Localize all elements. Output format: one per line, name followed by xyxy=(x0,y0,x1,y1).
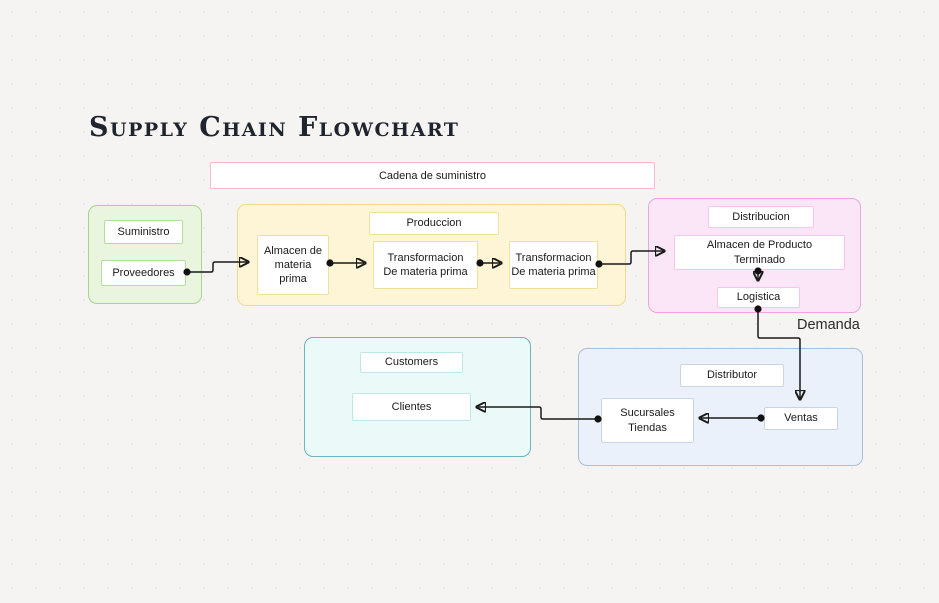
node-sucursales-tiendas[interactable]: Sucursales Tiendas xyxy=(601,398,694,443)
group-suministro[interactable]: Suministro Proveedores xyxy=(88,205,202,304)
label-demanda[interactable]: Demanda xyxy=(797,317,860,333)
node-proveedores[interactable]: Proveedores xyxy=(101,260,186,286)
node-transformacion-1[interactable]: Transformacion De materia prima xyxy=(373,241,478,289)
node-customers[interactable]: Customers xyxy=(360,352,463,373)
node-almacen-producto-terminado[interactable]: Almacen de Producto Terminado xyxy=(674,235,845,270)
node-almacen-materia-prima[interactable]: Almacen de materia prima xyxy=(257,235,329,295)
node-transformacion-2[interactable]: Transformacion De materia prima xyxy=(509,241,598,289)
node-clientes[interactable]: Clientes xyxy=(352,393,471,421)
group-produccion[interactable]: Almacen de materia prima Produccion Tran… xyxy=(237,204,626,306)
node-suministro[interactable]: Suministro xyxy=(104,220,183,244)
group-distributor[interactable]: Distributor Sucursales Tiendas Ventas xyxy=(578,348,863,466)
banner-cadena-de-suministro[interactable]: Cadena de suministro xyxy=(210,162,655,189)
node-ventas[interactable]: Ventas xyxy=(764,407,838,430)
node-distribucion[interactable]: Distribucion xyxy=(708,206,814,228)
node-distributor[interactable]: Distributor xyxy=(680,364,784,387)
node-produccion[interactable]: Produccion xyxy=(369,212,499,235)
diagram-title[interactable]: Supply Chain Flowchart xyxy=(89,112,460,143)
group-customers[interactable]: Customers Clientes xyxy=(304,337,531,457)
node-logistica[interactable]: Logistica xyxy=(717,287,800,308)
group-distribucion[interactable]: Distribucion Almacen de Producto Termina… xyxy=(648,198,861,313)
